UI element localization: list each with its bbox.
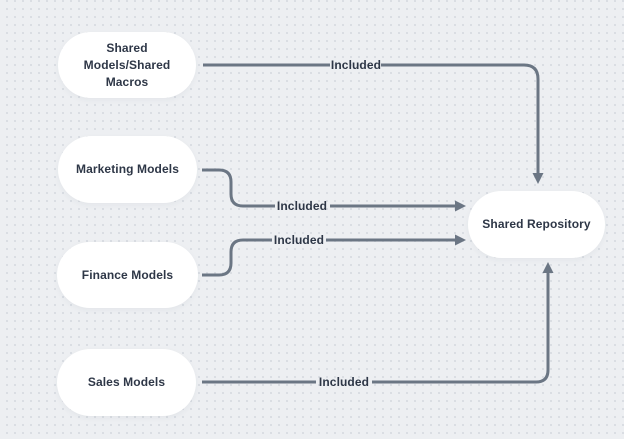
- node-label: Shared Models/Shared Macros: [83, 40, 171, 89]
- edge-marketing-to-repository[interactable]: [202, 168, 466, 212]
- edge-shared-models-to-repository[interactable]: [203, 63, 544, 184]
- edge-line[interactable]: [202, 168, 275, 208]
- arrowhead-right-icon: [455, 200, 466, 212]
- node-label: Sales Models: [87, 375, 166, 389]
- node-label: Finance Models: [81, 267, 174, 282]
- edge-label-included: Included: [273, 233, 325, 247]
- edge-line[interactable]: [202, 238, 272, 277]
- node-shared-models-macros[interactable]: Shared Models/Shared Macros: [58, 32, 196, 98]
- node-finance-models[interactable]: Finance Models: [57, 242, 198, 308]
- edge-label-included: Included: [330, 58, 382, 72]
- node-label: Shared Repository: [482, 217, 591, 231]
- node-label: Marketing Models: [76, 162, 179, 176]
- arrowhead-right-icon: [455, 234, 466, 246]
- edge-line[interactable]: [372, 273, 550, 384]
- arrowhead-down-icon: [532, 173, 544, 184]
- node-marketing-models[interactable]: Marketing Models: [58, 136, 197, 203]
- edge-line[interactable]: [381, 63, 540, 173]
- arrowhead-up-icon: [542, 262, 554, 273]
- edge-label-included: Included: [276, 199, 328, 213]
- edge-sales-to-repository[interactable]: [202, 262, 554, 384]
- node-shared-repository[interactable]: Shared Repository: [468, 191, 605, 258]
- node-sales-models[interactable]: Sales Models: [57, 349, 196, 416]
- edge-label-included: Included: [318, 375, 370, 389]
- edge-finance-to-repository[interactable]: [202, 234, 466, 277]
